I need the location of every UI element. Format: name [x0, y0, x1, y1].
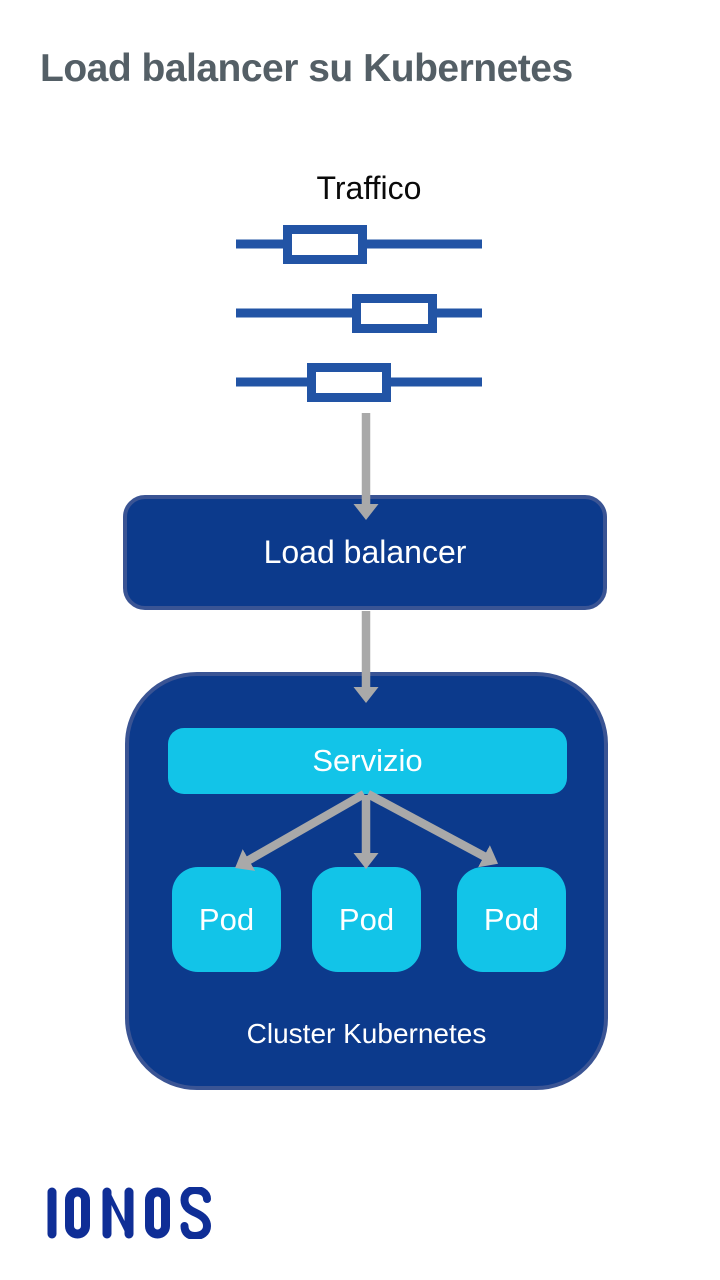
service-box: Servizio: [168, 728, 567, 794]
pod-label-3: Pod: [483, 901, 540, 937]
traffic-packet-icon-3: [236, 363, 482, 402]
page-title: Load balancer su Kubernetes: [40, 47, 573, 90]
load-balancer-box: Load balancer: [123, 495, 607, 610]
traffic-label: Traffico: [316, 170, 422, 206]
ionos-logo-icon: [47, 1187, 212, 1239]
pod-label-2: Pod: [338, 901, 395, 937]
traffic-packet-icon-1: [236, 225, 482, 264]
traffic-packet-icon-2: [236, 294, 482, 333]
pod-box-1: Pod: [172, 867, 281, 972]
kubernetes-cluster-box: Servizio Pod Pod Pod Cluster Kubernetes: [125, 672, 608, 1090]
pod-label-1: Pod: [198, 901, 255, 937]
load-balancer-label: Load balancer: [263, 534, 467, 570]
service-label: Servizio: [312, 743, 423, 778]
cluster-label: Cluster Kubernetes: [246, 1018, 487, 1049]
pod-box-2: Pod: [312, 867, 421, 972]
pod-box-3: Pod: [457, 867, 566, 972]
